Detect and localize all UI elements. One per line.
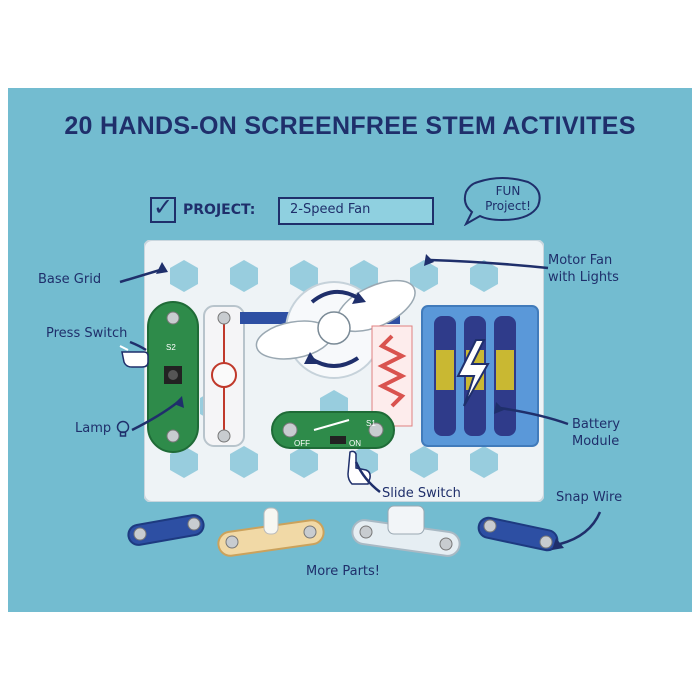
headline: 20 HANDS-ON SCREENFREE STEM ACTIVITES <box>64 112 636 140</box>
project-name-box <box>278 197 434 225</box>
motor-fan-part <box>255 279 416 379</box>
on-label: ON <box>349 439 361 448</box>
label-motor-fan-line-2: with Lights <box>548 270 619 285</box>
hand-pointer-icon <box>119 345 149 368</box>
lamp-part <box>203 305 245 447</box>
speech-bubble-text: FUN Project! <box>473 184 543 214</box>
slide-switch-code: S1 <box>366 419 376 428</box>
bubble-line-1: FUN <box>495 184 521 198</box>
speech-bubble-icon <box>463 177 541 226</box>
more-parts <box>127 505 559 557</box>
snap-wire-part-right <box>477 516 559 552</box>
press-switch-code: S2 <box>166 343 176 352</box>
project-name: 2-Speed Fan <box>290 202 371 217</box>
label-snap-wire: Snap Wire <box>556 490 623 505</box>
label-lamp: Lamp <box>75 421 112 436</box>
label-press-switch: Press Switch <box>46 326 128 341</box>
slide-switch-part <box>271 411 395 449</box>
label-battery-line-2: Module <box>572 434 620 449</box>
resistor-part <box>371 325 413 427</box>
circuit-board: OFF ON S1 S2 <box>144 240 544 502</box>
label-more-parts: More Parts! <box>306 564 381 579</box>
label-battery-module: Battery Module <box>572 416 620 450</box>
checkbox-checked-icon: ✓ <box>150 193 176 223</box>
clear-part <box>351 505 461 557</box>
press-switch-part <box>147 301 199 453</box>
battery-module-part <box>421 305 539 447</box>
hand-pointer-icon <box>347 450 371 485</box>
label-battery-line-1: Battery <box>572 417 621 432</box>
snap-wire-part-left <box>127 514 205 546</box>
label-slide-switch: Slide Switch <box>382 486 461 501</box>
bubble-line-2: Project! <box>485 199 531 213</box>
label-motor-fan: Motor Fan with Lights <box>548 252 619 286</box>
light-bulb-icon <box>116 420 130 437</box>
off-label: OFF <box>294 439 310 448</box>
light-part <box>217 507 325 557</box>
project-label: PROJECT: <box>183 202 256 218</box>
label-base-grid: Base Grid <box>38 272 102 287</box>
label-motor-fan-line-1: Motor Fan <box>548 253 613 268</box>
